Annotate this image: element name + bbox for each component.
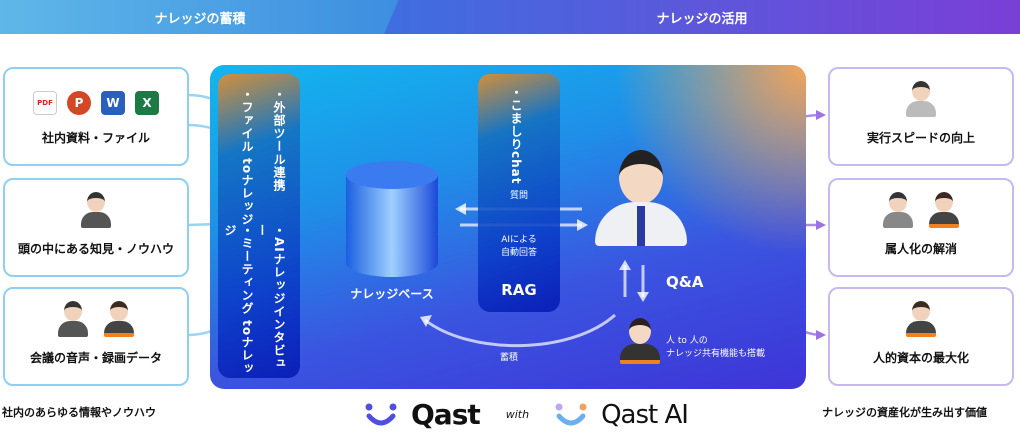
person-icon xyxy=(81,192,111,228)
database-icon xyxy=(346,161,438,277)
flow-arrows xyxy=(346,161,649,348)
source-label: 頭の中にある知見・ノウハウ xyxy=(17,242,174,256)
header-utilize: ナレッジの活用 xyxy=(384,0,1020,34)
question-label: 質問 xyxy=(509,191,528,201)
person-icon xyxy=(906,81,936,117)
source-label: 会議の音声・録画データ xyxy=(29,351,162,365)
pdf-icon: PDF xyxy=(33,91,57,115)
person-icon xyxy=(58,301,88,337)
word-icon: W xyxy=(101,91,125,115)
powerpoint-icon: P xyxy=(67,91,91,115)
person-icon xyxy=(906,301,936,337)
header-accumulate: ナレッジの蓄積 xyxy=(0,0,400,34)
komashiri-chat-label: ・こましりchat xyxy=(509,86,523,185)
source-files: PDF P W X 社内資料・ファイル xyxy=(3,67,189,166)
outcome-label: 属人化の解消 xyxy=(884,242,957,256)
knowledge-base-label: ナレッジベース xyxy=(350,287,434,301)
qast-platform-panel: ・外部ツール連携 ・ファイル toナレッジ ・AIナレッジインタビュー ・ミーテ… xyxy=(210,65,806,389)
source-know-how: 頭の中にある知見・ノウハウ xyxy=(3,178,189,277)
input-methods-panel: ・外部ツール連携 ・ファイル toナレッジ ・AIナレッジインタビュー ・ミーテ… xyxy=(218,74,300,378)
person-icon xyxy=(883,192,913,228)
method-ai-interview: ・AIナレッジインタビュー xyxy=(255,224,286,370)
person-icon xyxy=(929,192,959,228)
p2p-label-1: 人 to 人の xyxy=(666,336,708,346)
outcome-speed: 実行スピードの向上 xyxy=(828,67,1014,166)
ai-answer-label-2: 自動回答 xyxy=(500,248,537,258)
source-meetings: 会議の音声・録画データ xyxy=(3,287,189,386)
excel-icon: X xyxy=(135,91,159,115)
businessman-avatar xyxy=(595,150,687,246)
rag-panel: ・こましりchat 質問 AIによる 自動回答 RAG xyxy=(478,74,560,312)
method-file-to-knowledge: ・ファイル toナレッジ xyxy=(240,88,254,227)
qast-ai-logo-text: Qast AI xyxy=(601,399,689,430)
with-label: with xyxy=(505,408,530,421)
outcome-human-capital: 人的資本の最大化 xyxy=(828,287,1014,386)
person-icon xyxy=(104,301,134,337)
rag-label: RAG xyxy=(501,281,537,299)
woman-avatar xyxy=(620,318,660,364)
accumulate-label: 蓄積 xyxy=(500,353,519,363)
outcome-label: 実行スピードの向上 xyxy=(866,131,975,145)
method-external-tools: ・外部ツール連携 xyxy=(272,88,286,192)
outcome-deperson: 属人化の解消 xyxy=(828,178,1014,277)
p2p-label-2: ナレッジ共有機能も搭載 xyxy=(666,349,766,359)
qast-ai-logo-icon xyxy=(555,403,587,425)
qast-logo-icon xyxy=(365,403,397,425)
logos: Qast with Qast AI xyxy=(365,398,689,431)
ai-answer-label-1: AIによる xyxy=(501,235,537,245)
right-caption: ナレッジの資産化が生み出す価値 xyxy=(822,406,987,419)
outcome-label: 人的資本の最大化 xyxy=(872,351,969,365)
qast-logo-text: Qast xyxy=(411,398,481,431)
left-caption: 社内のあらゆる情報やノウハウ xyxy=(2,406,156,419)
method-meeting-to-knowledge: ・ミーティング toナレッジ xyxy=(223,224,254,376)
qa-label: Q&A xyxy=(666,273,704,291)
source-label: 社内資料・ファイル xyxy=(41,131,150,145)
